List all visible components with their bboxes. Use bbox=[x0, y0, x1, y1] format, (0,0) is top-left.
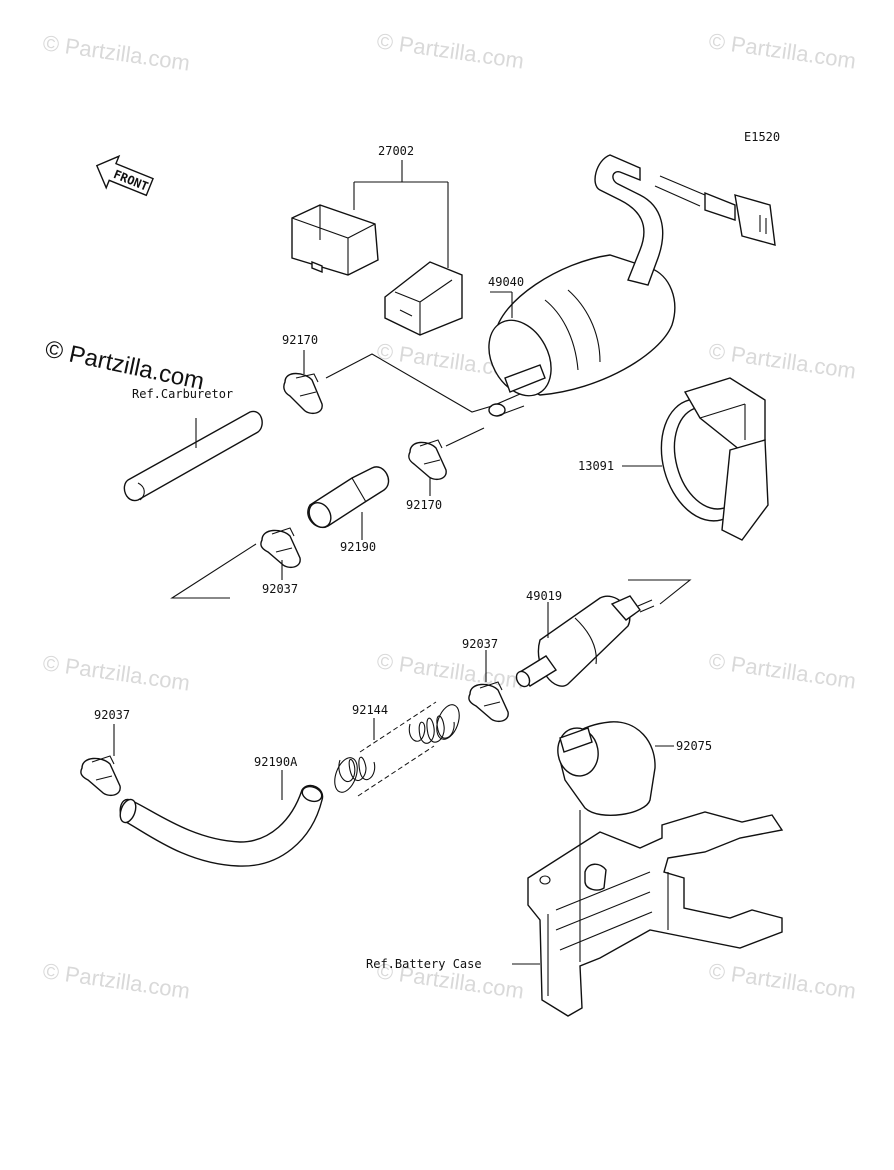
label-92037-a: 92037 bbox=[262, 582, 298, 596]
watermark: © Partzilla.com bbox=[375, 648, 525, 693]
part-27002-relay: 27002 bbox=[291, 144, 463, 336]
label-13091: 13091 bbox=[578, 459, 614, 473]
label-49040: 49040 bbox=[488, 275, 524, 289]
part-92190-hose: 92190 bbox=[307, 466, 390, 554]
part-92075-cushion: 92075 bbox=[557, 721, 712, 816]
watermark: © Partzilla.com bbox=[41, 958, 191, 1003]
leader-line bbox=[170, 543, 257, 599]
part-92170-clip-lower: 92170 bbox=[406, 439, 447, 512]
part-battery-case-bracket: Ref.Battery Case bbox=[366, 810, 784, 1017]
watermark: © Partzilla.com bbox=[707, 28, 857, 73]
label-92170-lower: 92170 bbox=[406, 498, 442, 512]
label-92144: 92144 bbox=[352, 703, 388, 717]
front-arrow-icon: FRONT bbox=[95, 154, 154, 197]
part-13091-clamp-band: 13091 bbox=[578, 377, 769, 541]
part-92037-clip-a: 92037 bbox=[260, 527, 301, 596]
part-92170-clip-upper: 92170 bbox=[282, 333, 323, 415]
leader-line bbox=[445, 427, 485, 447]
label-92190A: 92190A bbox=[254, 755, 298, 769]
label-92037-b: 92037 bbox=[462, 637, 498, 651]
part-49019-fuel-filter: 49019 bbox=[515, 589, 655, 688]
part-92037-clip-b: 92037 bbox=[462, 637, 509, 723]
watermark: © Partzilla.com bbox=[375, 28, 525, 73]
watermark: © Partzilla.com bbox=[41, 30, 191, 75]
watermark: © Partzilla.com bbox=[707, 958, 857, 1003]
label-92075: 92075 bbox=[676, 739, 712, 753]
label-49019: 49019 bbox=[526, 589, 562, 603]
watermark: © Partzilla.com bbox=[707, 338, 857, 383]
leader-line bbox=[628, 579, 692, 605]
label-92190: 92190 bbox=[340, 540, 376, 554]
part-92037-clip-c: 92037 bbox=[80, 708, 130, 797]
label-ref-carburetor: Ref.Carburetor bbox=[132, 387, 233, 401]
part-49040-fuel-pump: 49040 bbox=[488, 154, 776, 417]
label-92037-c: 92037 bbox=[94, 708, 130, 722]
leader-line bbox=[325, 353, 493, 413]
watermark: © Partzilla.com bbox=[707, 648, 857, 693]
label-ref-battery-case: Ref.Battery Case bbox=[366, 957, 482, 971]
label-92170-upper: 92170 bbox=[282, 333, 318, 347]
part-92190A-hose: 92190A bbox=[119, 755, 324, 867]
part-carburetor-hose: Ref.Carburetor bbox=[123, 387, 263, 502]
part-92144-spring: 92144 bbox=[334, 701, 460, 797]
label-27002: 27002 bbox=[378, 144, 414, 158]
watermark: © Partzilla.com bbox=[41, 650, 191, 695]
diagram-code: E1520 bbox=[744, 130, 780, 144]
